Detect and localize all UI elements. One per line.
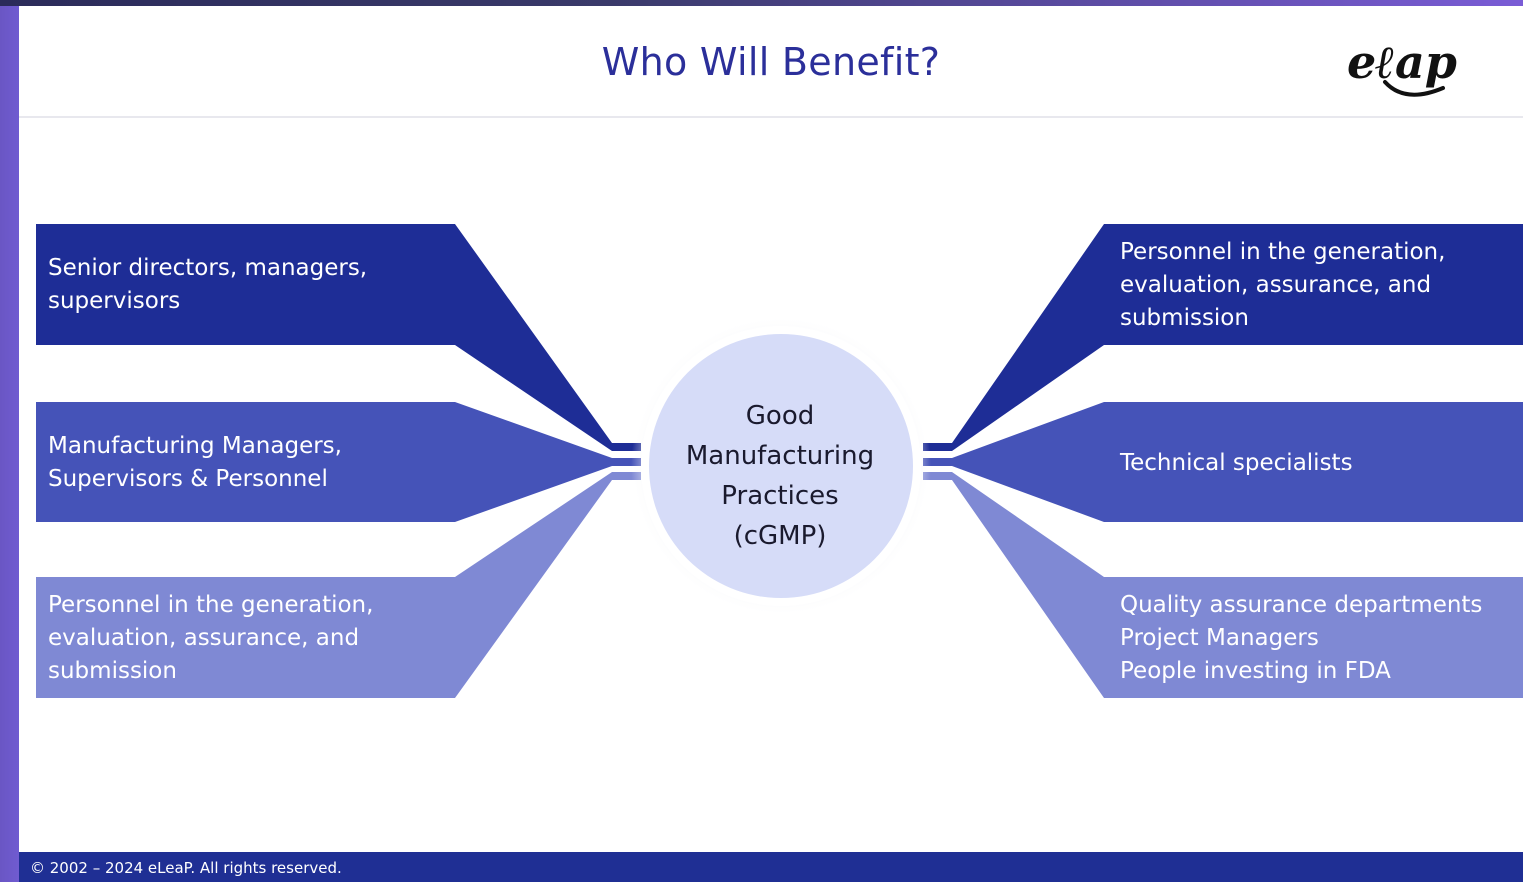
svg-text:ℓ: ℓ [1375, 35, 1395, 89]
eleap-logo: e ℓ ap [1347, 35, 1457, 97]
center-label: Good Manufacturing Practices (cGMP) [685, 401, 875, 551]
right-box-3-label: Quality assurance departments Project Ma… [1120, 592, 1483, 684]
left-box-3-label: Personnel in the generation, evaluation,… [48, 592, 374, 684]
slide-header: Who Will Benefit? e ℓ ap [19, 6, 1523, 118]
page-title: Who Will Benefit? [601, 40, 941, 84]
footer: © 2002 – 2024 eLeaP. All rights reserved… [19, 852, 1523, 882]
window-top-strip [0, 0, 1523, 6]
svg-text:ap: ap [1395, 35, 1457, 89]
slide: Who Will Benefit? e ℓ ap Senior director… [19, 6, 1523, 882]
left-box-2-shape [36, 402, 641, 522]
left-box-3-shape [36, 472, 641, 698]
svg-text:e: e [1347, 35, 1376, 89]
copyright-text: © 2002 – 2024 eLeaP. All rights reserved… [30, 859, 342, 877]
right-box-1-label: Personnel in the generation, evaluation,… [1120, 239, 1446, 331]
left-box-1-label: Senior directors, managers, supervisors [48, 255, 368, 314]
right-box-2-shape [923, 402, 1523, 522]
left-box-1-shape [36, 224, 641, 451]
center-circle [649, 334, 913, 598]
left-box-2-label: Manufacturing Managers, Supervisors & Pe… [48, 433, 342, 492]
right-box-1-shape [923, 224, 1523, 451]
benefit-diagram [36, 224, 1523, 698]
right-box-2-label: Technical specialists [1120, 450, 1353, 476]
right-box-3-shape [923, 472, 1523, 698]
